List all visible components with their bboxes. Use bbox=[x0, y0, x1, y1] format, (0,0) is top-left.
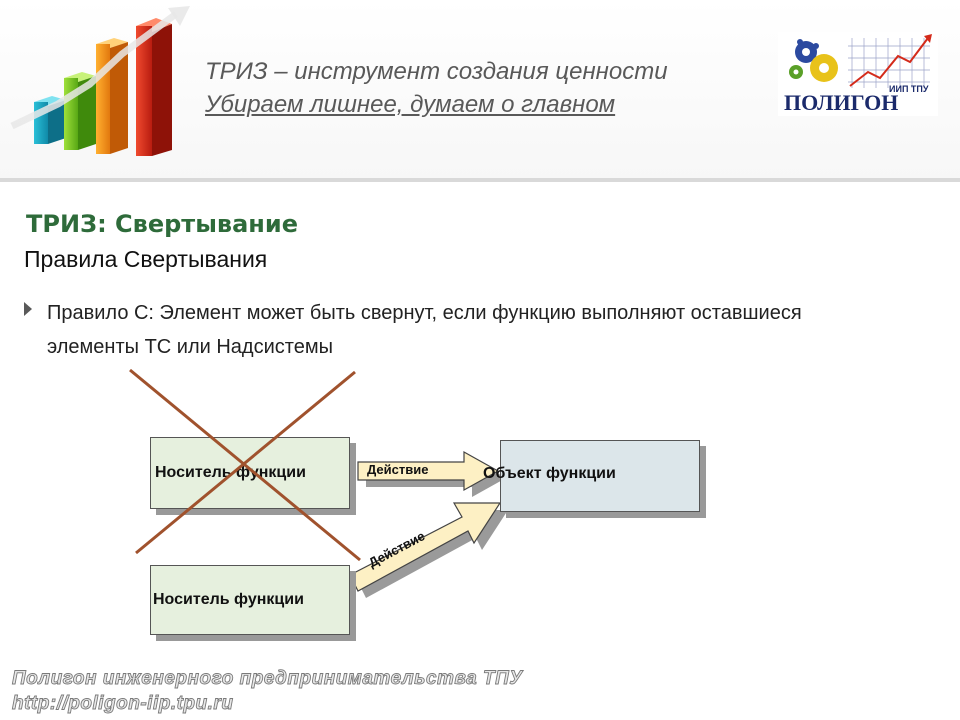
poligon-logo: ИИП ТПУ ПОЛИГОН bbox=[778, 32, 938, 116]
logo-name: ПОЛИГОН bbox=[784, 90, 898, 115]
header-title: ТРИЗ – инструмент создания ценности bbox=[205, 58, 668, 85]
object-box: Объект функции bbox=[483, 440, 700, 512]
bullet-arrow-icon bbox=[24, 302, 32, 316]
header-subtitle: Убираем лишнее, думаем о главном bbox=[205, 91, 616, 118]
gear-icon bbox=[789, 39, 838, 82]
cross-line-2 bbox=[135, 370, 356, 555]
carrier-box-top: Носитель функции bbox=[150, 437, 350, 509]
object-label: Объект функции bbox=[483, 465, 616, 482]
action-top-label: Действие bbox=[367, 462, 429, 477]
action-arrow-bottom bbox=[349, 502, 502, 592]
cross-line-1 bbox=[129, 368, 361, 562]
header-divider bbox=[0, 178, 960, 182]
footer-org: Полигон инженерного предпринимательства … bbox=[12, 668, 523, 690]
rule-text: Правило С: Элемент может быть свернут, е… bbox=[47, 302, 802, 358]
footer-url: http://poligon-iip.tpu.ru bbox=[12, 693, 234, 715]
bar-chart-icon bbox=[10, 6, 190, 156]
section-title: ТРИЗ: Свертывание bbox=[26, 210, 298, 238]
carrier-top-label: Носитель функции bbox=[155, 464, 306, 481]
logo-tag: ИИП ТПУ bbox=[889, 84, 929, 94]
section-subtitle: Правила Свертывания bbox=[24, 246, 268, 272]
action-arrow-top bbox=[357, 450, 500, 492]
carrier-bottom-label: Носитель функции bbox=[153, 591, 304, 608]
carrier-box-bottom: Носитель функции bbox=[150, 565, 350, 635]
